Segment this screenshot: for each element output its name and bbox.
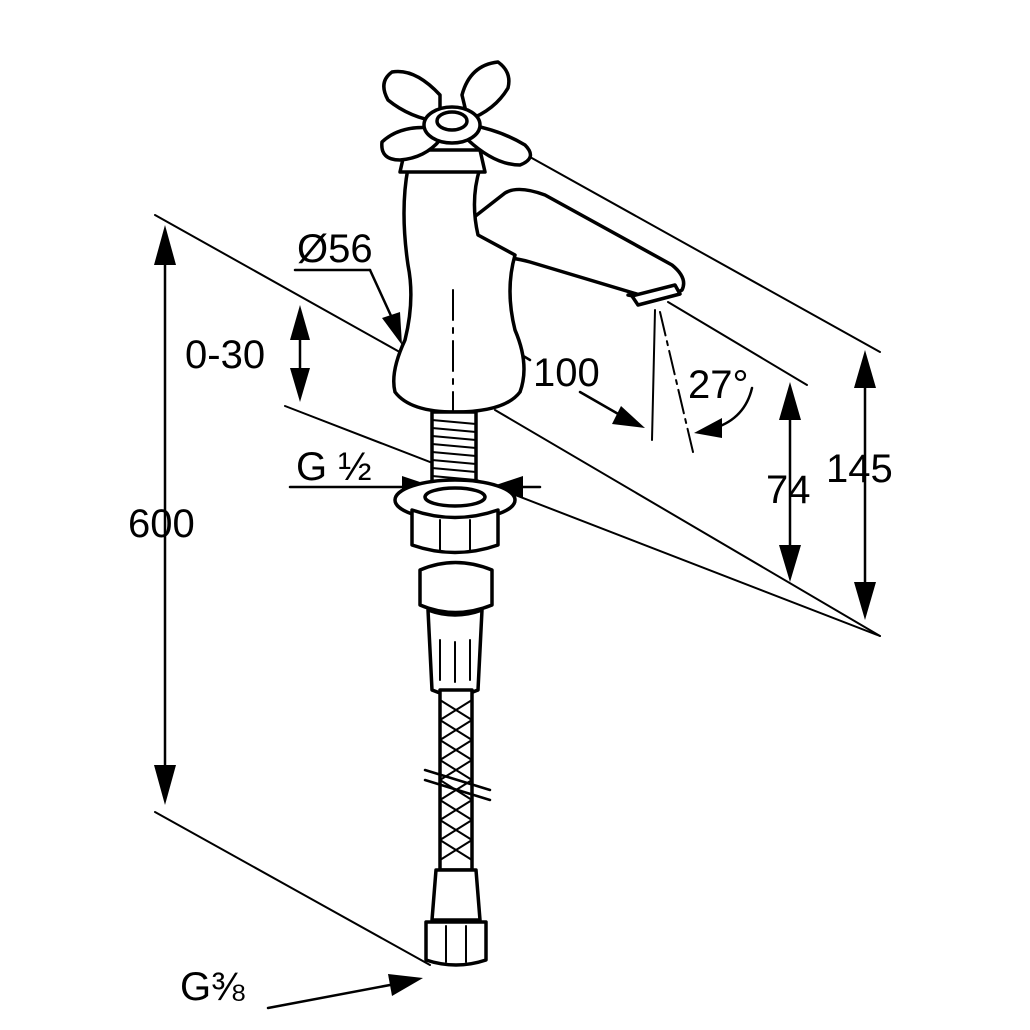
backnut: [393, 478, 517, 555]
spout-reach-label: 100: [533, 351, 600, 395]
hose-thread-label: G⅜: [180, 965, 245, 1009]
tap-body: [392, 148, 686, 414]
hose-length-label: 600: [128, 502, 195, 546]
diameter-leader: [293, 268, 402, 345]
hose-connector: [418, 560, 494, 697]
dimension-0-30: [290, 305, 310, 402]
diameter-label: Ø56: [297, 227, 373, 271]
angle-27: [651, 309, 754, 453]
tail-thread-label: G ½: [296, 445, 372, 489]
dimension-145: [854, 350, 876, 620]
total-height-label: 145: [826, 447, 893, 491]
braided-hose: [423, 688, 492, 872]
thread-three-eighths-leader: [266, 974, 423, 1010]
outlet-height-label: 74: [766, 468, 811, 512]
cross-handle: [380, 60, 533, 167]
spout-angle-label: 27°: [688, 363, 749, 407]
hose-end-fitting: [424, 868, 488, 967]
dimension-74: [779, 382, 801, 582]
dimension-600: [154, 225, 176, 805]
adjust-range-label: 0-30: [185, 333, 265, 377]
extension-lines: [154, 156, 881, 966]
